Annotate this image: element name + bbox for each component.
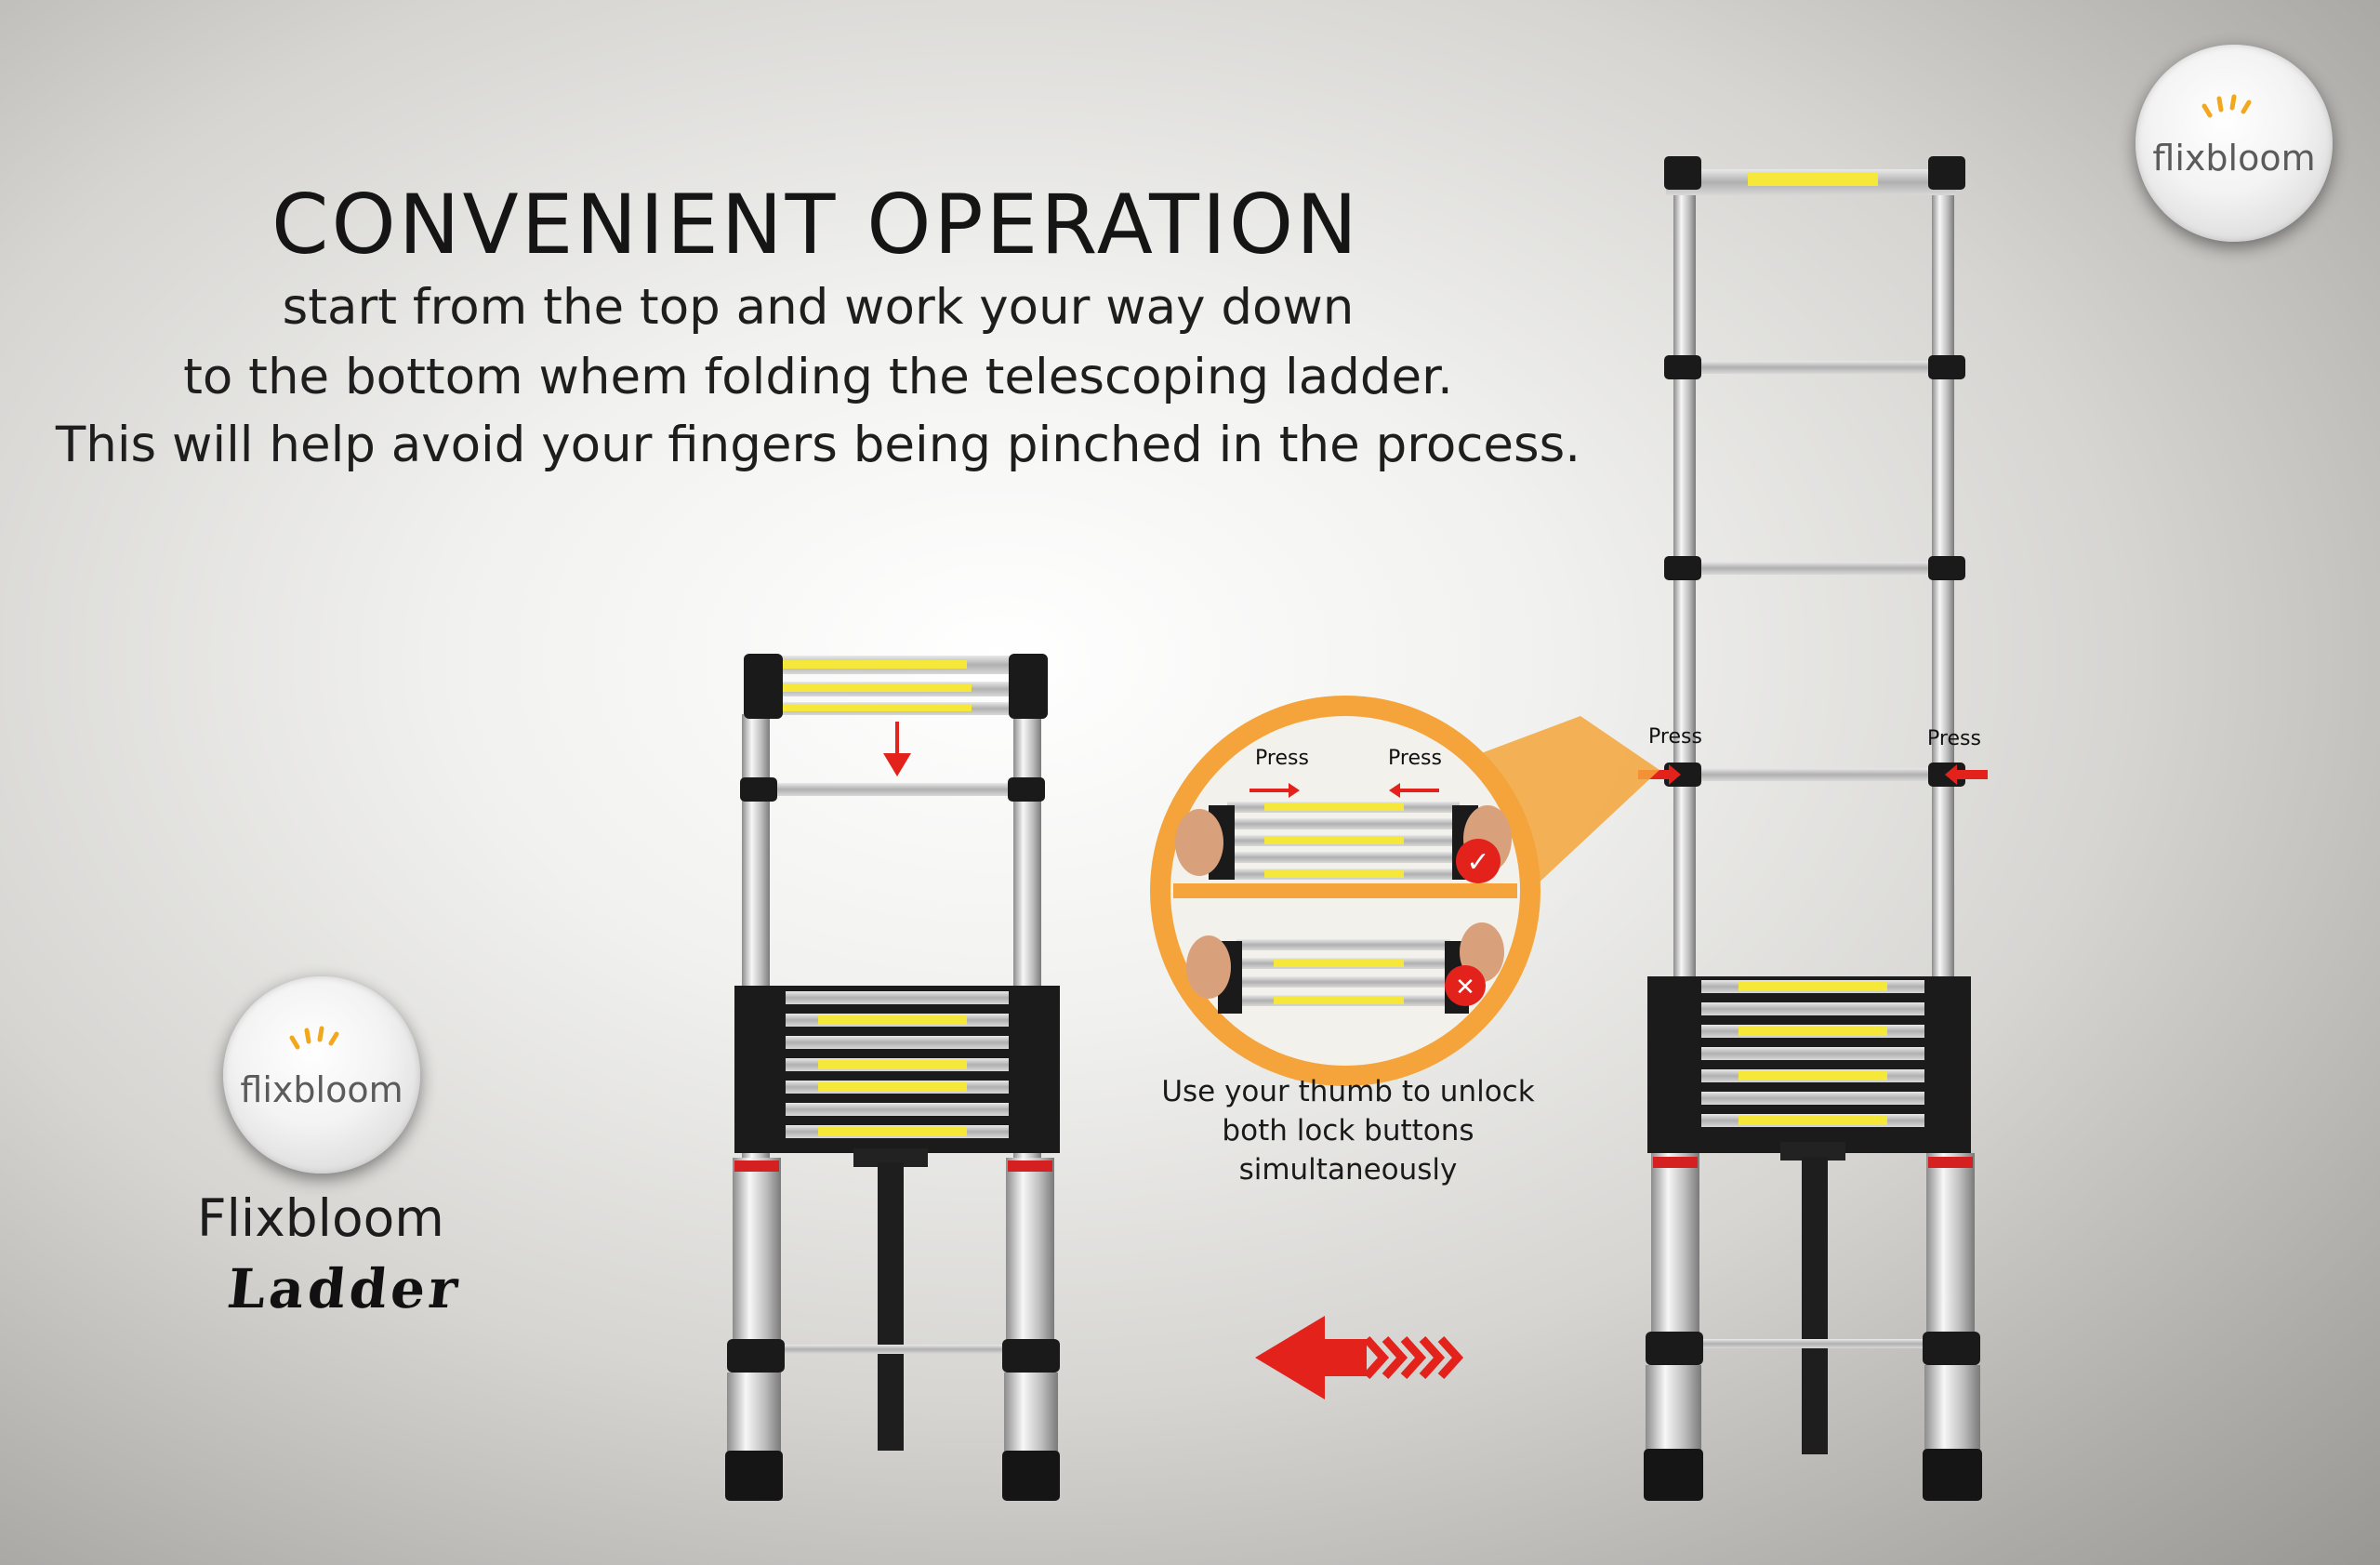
press-label-callout-right: Press — [1388, 747, 1442, 770]
logo-wordmark: flixbloom — [2152, 138, 2316, 179]
flixbloom-logo-left: flixbloom — [223, 976, 420, 1174]
press-label-callout-left: Press — [1255, 747, 1309, 770]
headline: CONVENIENT OPERATION — [271, 177, 1360, 272]
caption-line-1: Use your thumb to unlock — [1161, 1075, 1535, 1108]
sun-icon — [2202, 94, 2254, 126]
logo-wordmark: flixbloom — [240, 1069, 403, 1110]
sun-icon — [289, 1026, 342, 1058]
subline-3: This will help avoid your fingers being … — [55, 417, 1581, 473]
check-badge-icon — [1456, 839, 1501, 883]
x-badge-icon — [1445, 965, 1486, 1006]
callout-caption: Use your thumb to unlock both lock butto… — [1134, 1072, 1562, 1189]
left-arrow-icon — [1255, 1316, 1464, 1399]
x-icon: ✕ — [1455, 974, 1475, 1001]
folded-ladder — [725, 654, 1060, 1501]
press-label-ladder-left: Press — [1648, 725, 1702, 749]
subline-2: to the bottom whem folding the telescopi… — [183, 349, 1453, 405]
subline-1: start from the top and work your way dow… — [282, 279, 1355, 336]
extended-ladder — [1638, 156, 1988, 1501]
flixbloom-logo-top-right: flixbloom — [2135, 45, 2333, 242]
caption-line-3: simultaneously — [1238, 1153, 1458, 1187]
zoom-callout: ✓ ✕ — [1150, 696, 1659, 1086]
check-icon: ✓ — [1466, 846, 1489, 879]
brand-name: Flixbloom — [197, 1188, 444, 1248]
press-label-ladder-right: Press — [1927, 727, 1981, 750]
caption-line-2: both lock buttons — [1222, 1114, 1474, 1147]
